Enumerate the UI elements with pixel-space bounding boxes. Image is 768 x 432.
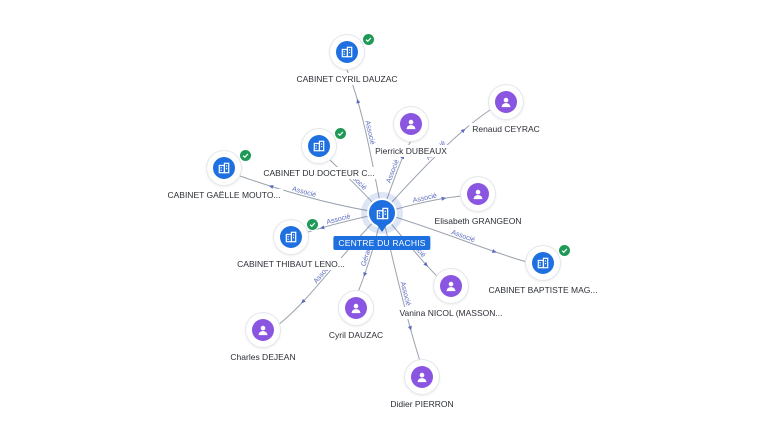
building-icon (285, 231, 297, 243)
person-icon (258, 325, 268, 336)
edge-arrow (491, 249, 497, 253)
edge-label: Associé (386, 159, 401, 184)
edge-label: Associé (412, 193, 438, 205)
person-icon (473, 189, 483, 200)
person-icon (406, 119, 416, 130)
node-avatar[interactable] (302, 129, 336, 163)
edge-arrow (319, 225, 325, 230)
edge-label: Associé (450, 229, 476, 244)
edge-arrow (356, 98, 361, 104)
edge-label: Associé (363, 120, 375, 146)
edge-line (381, 212, 528, 263)
edge-arrow (423, 261, 428, 267)
person-icon-circle (495, 91, 517, 113)
building-icon (313, 140, 325, 152)
node-avatar[interactable] (489, 85, 523, 119)
node-label[interactable]: CABINET BAPTISTE MAG... (485, 284, 601, 296)
edge-label: Associé (291, 186, 317, 199)
person-icon-circle (345, 297, 367, 319)
company-icon-circle (532, 252, 554, 274)
node-avatar[interactable] (330, 35, 364, 69)
node-label[interactable]: Didier PIERRON (387, 398, 457, 410)
node-avatar[interactable] (526, 246, 560, 280)
edge-line (239, 175, 383, 214)
edge-arrow (460, 128, 466, 134)
node-label[interactable]: CABINET DU DOCTEUR C... (260, 167, 378, 179)
person-icon (351, 303, 361, 314)
node-label[interactable]: Cyril DAUZAC (325, 329, 387, 341)
verified-check-icon (239, 149, 252, 162)
edge-arrow (363, 271, 368, 277)
edge-label: Associé (326, 213, 352, 226)
company-icon-circle (280, 226, 302, 248)
node-label[interactable]: CABINET THIBAUT LENO... (234, 258, 348, 270)
building-icon (537, 257, 549, 269)
verified-check-icon (362, 33, 375, 46)
node-label[interactable]: Vanina NICOL (MASSON... (396, 307, 506, 319)
node-avatar[interactable] (394, 107, 428, 141)
node-avatar[interactable] (246, 313, 280, 347)
center-node-label[interactable]: CENTRE DU RACHIS (333, 236, 431, 250)
person-icon (501, 97, 511, 108)
person-icon-circle (411, 366, 433, 388)
node-label[interactable]: CABINET CYRIL DAUZAC (293, 73, 401, 85)
person-icon-circle (400, 113, 422, 135)
verified-check-icon (306, 218, 319, 231)
node-avatar[interactable] (207, 151, 241, 185)
center-node-pin-tip (377, 225, 387, 232)
edge-label: Associé (399, 281, 412, 307)
person-icon-circle (440, 275, 462, 297)
node-label[interactable]: Elisabeth GRANGEON (431, 215, 525, 227)
edge-arrow (301, 298, 306, 304)
edge-arrow (407, 325, 412, 331)
company-icon-circle (336, 41, 358, 63)
company-icon-circle (213, 157, 235, 179)
verified-check-icon (334, 127, 347, 140)
person-icon (446, 281, 456, 292)
building-icon (218, 162, 230, 174)
person-icon (417, 372, 427, 383)
person-icon-circle (467, 183, 489, 205)
node-label[interactable]: Renaud CEYRAC (469, 123, 543, 135)
verified-check-icon (558, 244, 571, 257)
edge-arrow (441, 196, 447, 201)
node-label[interactable]: Charles DEJEAN (227, 351, 299, 363)
building-icon (341, 46, 353, 58)
person-icon-circle (252, 319, 274, 341)
edge-line (381, 212, 421, 362)
company-icon-circle (308, 135, 330, 157)
node-avatar[interactable] (405, 360, 439, 394)
center-node-pin[interactable] (367, 198, 397, 228)
node-label[interactable]: Pierrick DUBEAUX (372, 145, 450, 157)
edge-arrow (268, 185, 274, 189)
building-icon (376, 207, 388, 219)
node-avatar[interactable] (461, 177, 495, 211)
node-avatar[interactable] (274, 220, 308, 254)
edge-line (277, 212, 383, 326)
node-avatar[interactable] (339, 291, 373, 325)
node-avatar[interactable] (434, 269, 468, 303)
node-label[interactable]: CABINET GAËLLE MOUTO... (164, 189, 284, 201)
